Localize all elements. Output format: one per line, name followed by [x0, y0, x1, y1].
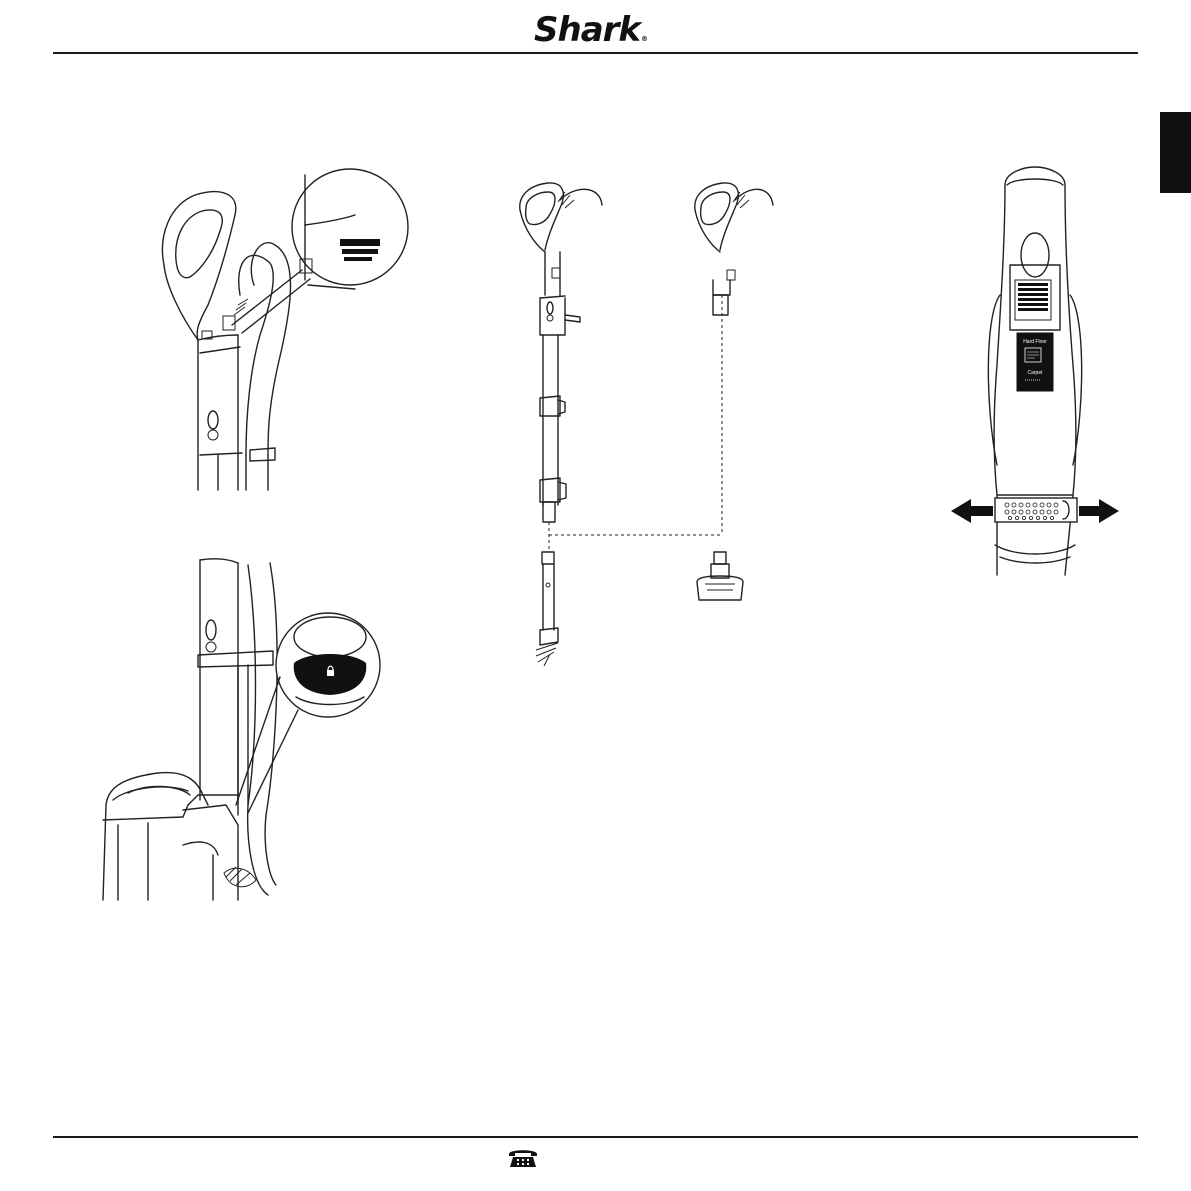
header-rule — [53, 52, 1138, 54]
footer-rule — [53, 1136, 1138, 1138]
brand-name: Shark — [534, 10, 640, 50]
carpet-label: Carpet — [1027, 370, 1043, 376]
handle-motorized-brush-illustration — [685, 180, 785, 610]
floor-selector-illustration: Hard Floor Carpet — [945, 165, 1125, 580]
hard-floor-label: Hard Floor — [1023, 339, 1047, 345]
telephone-icon — [507, 1146, 539, 1168]
registered-mark: ® — [641, 35, 647, 43]
handle-hose-illustration — [150, 165, 415, 495]
section-tab-marker — [1160, 112, 1191, 193]
lock-button-illustration — [98, 555, 398, 910]
brand-logo: Shark® — [534, 10, 664, 52]
